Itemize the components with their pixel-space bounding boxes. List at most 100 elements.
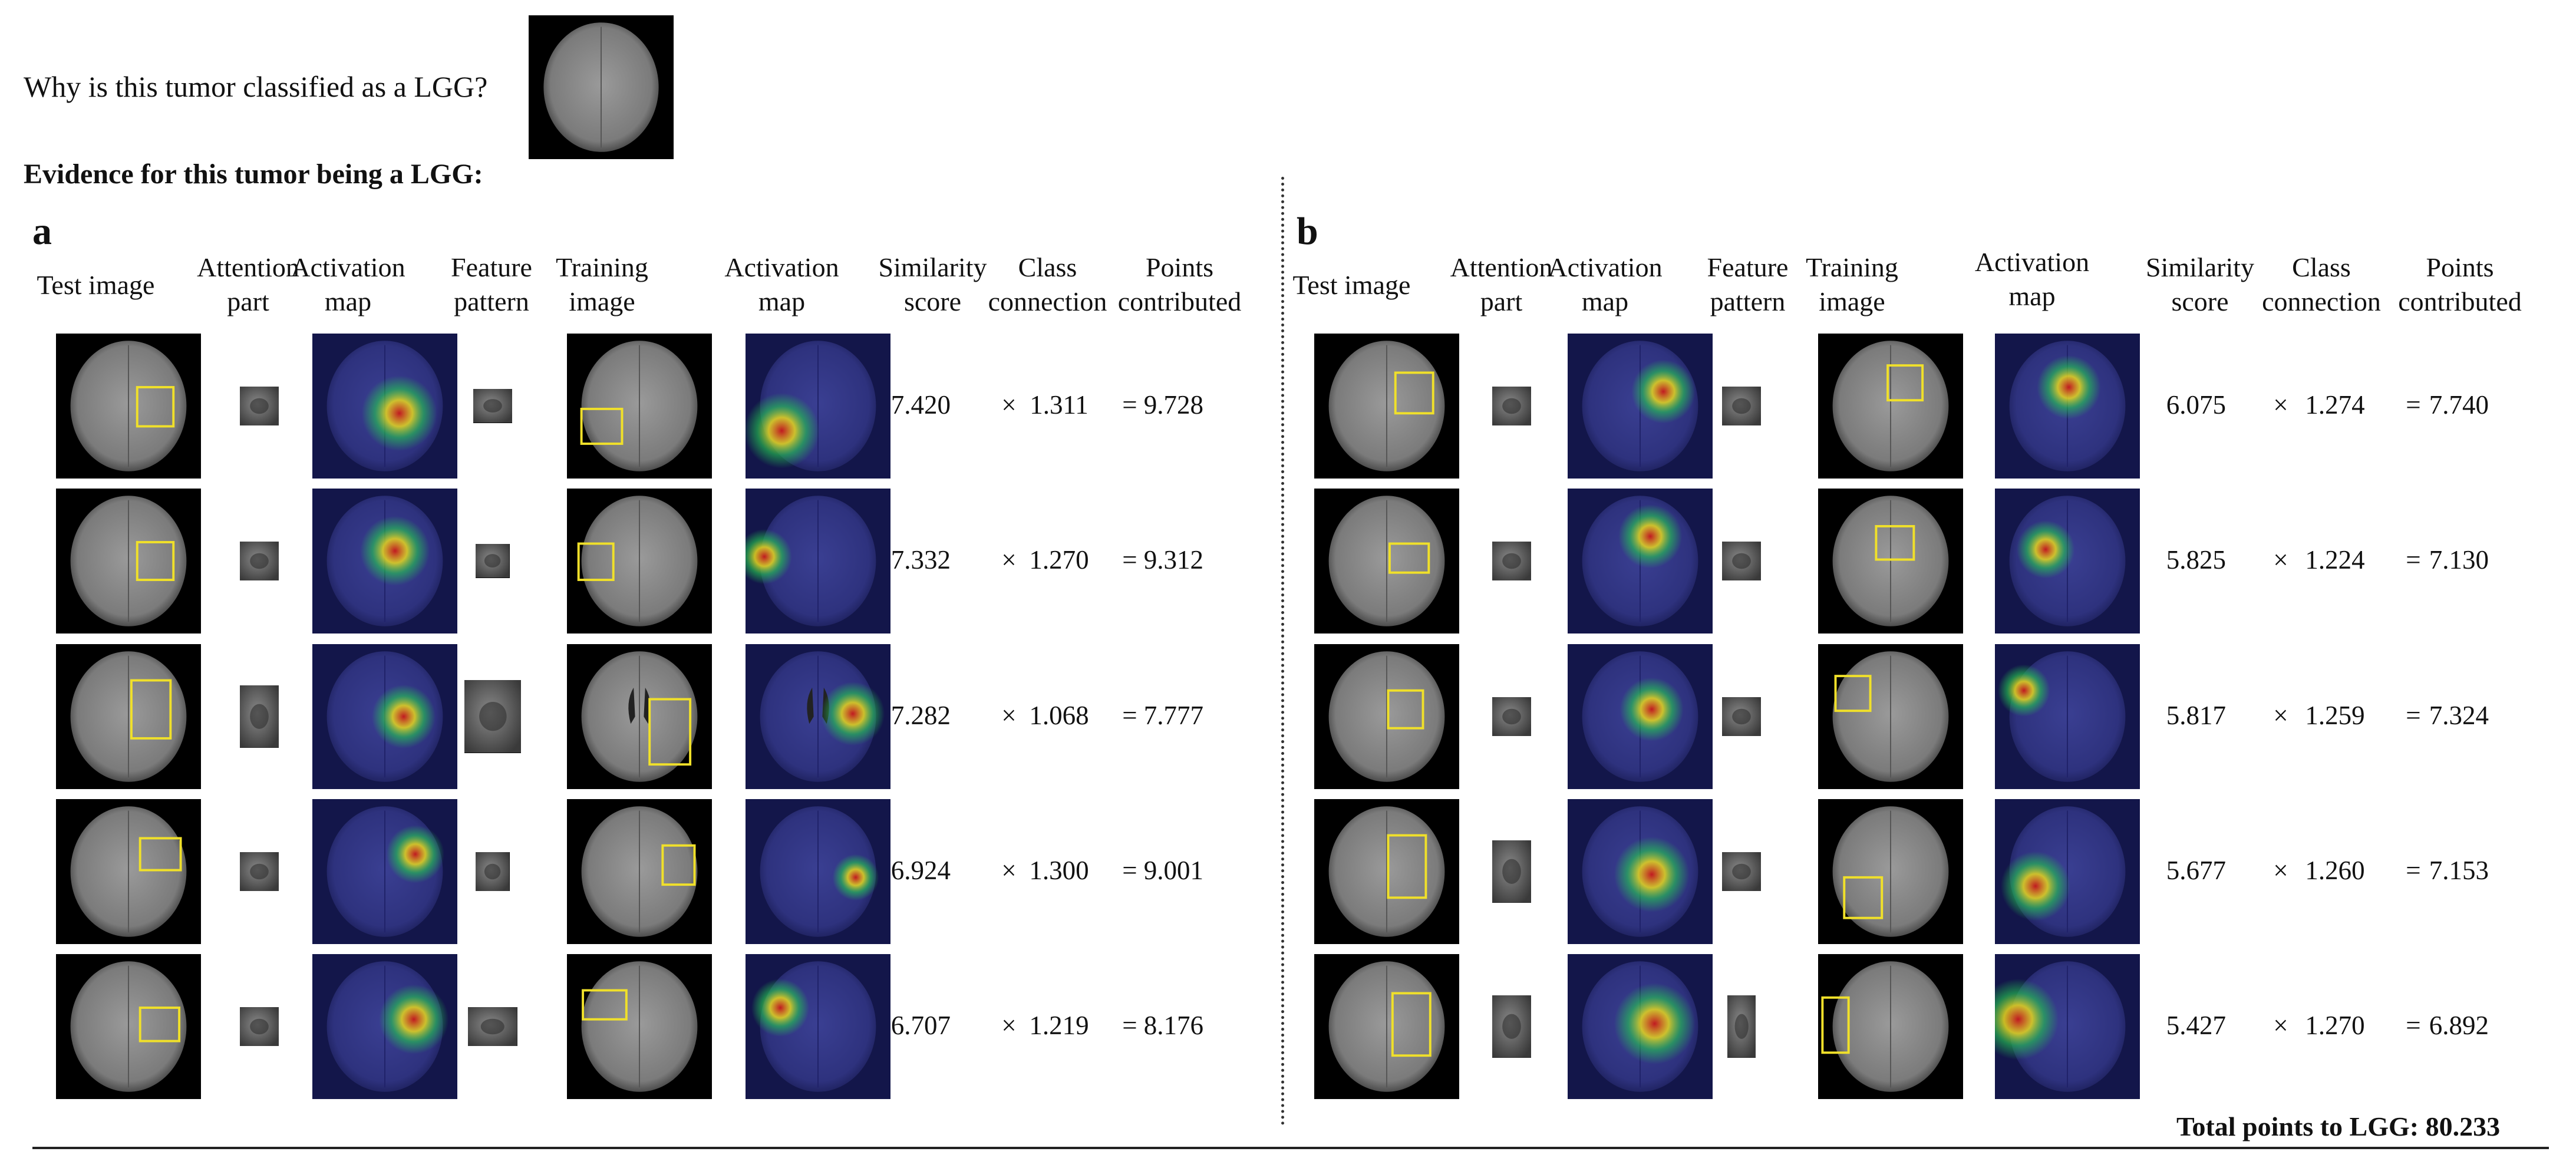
total-points: Total points to LGG: 80.233 <box>2176 1111 2501 1141</box>
panel-a-row-3-attention-part <box>240 685 279 748</box>
header-line: Test image <box>1292 270 1411 300</box>
panel-a-row-1-class-connection: 1.311 <box>1030 390 1089 420</box>
panel-a-label: a <box>32 210 52 253</box>
panel-a-row-3-feature-pattern <box>464 680 522 753</box>
header-line: contributed <box>2398 286 2522 316</box>
panel-b-header-activation-map-2: Activation map <box>1935 245 2129 314</box>
panel-a-row-1-training-activation-map <box>746 334 890 479</box>
panel-b-row-5-times-sign: × <box>2273 1011 2288 1040</box>
panel-b-row-5-test-image <box>1314 954 1459 1099</box>
panel-b-row-1-times-sign: × <box>2273 390 2288 420</box>
panel-b-row-3-class-connection: 1.259 <box>2305 701 2365 730</box>
panel-b-row-3-points-contributed: 7.324 <box>2429 701 2489 730</box>
panel-a-row-4-times-sign: × <box>1001 856 1017 885</box>
panel-b-row-4-attention-part <box>1492 840 1531 903</box>
header-line: score <box>903 286 962 316</box>
panel-a-header-training-image: Training image <box>505 250 700 319</box>
panel-a-row-3-similarity-score: 7.282 <box>890 701 951 730</box>
panel-a-row-3-class-connection: 1.068 <box>1029 701 1089 730</box>
panel-b-header-attention-part: Attention part <box>1404 250 1599 319</box>
panel-b-row-2-similarity-score: 5.825 <box>2166 545 2226 575</box>
panel-a-row-3-equals-sign: = <box>1122 701 1137 730</box>
panel-a-row-1-equals-sign: = <box>1122 390 1137 420</box>
header-line: Attention <box>1450 252 1553 282</box>
header-line: Activation <box>724 252 839 282</box>
header-line: score <box>2171 286 2229 316</box>
panel-b-row-4-activation-map <box>1568 799 1713 944</box>
header-line: pattern <box>454 286 529 316</box>
header-line: Activation <box>1548 252 1663 282</box>
panel-b-row-3-training-activation-map <box>1995 644 2140 789</box>
panel-b-row-3-attention-part <box>1492 697 1531 736</box>
panel-a-row-2-points-contributed: 9.312 <box>1143 545 1203 575</box>
panel-b-row-1-training-image <box>1818 334 1963 479</box>
panel-a-row-1-similarity-score: 7.420 <box>890 390 951 420</box>
panel-b-row-4-similarity-score: 5.677 <box>2166 856 2226 885</box>
header-line: map <box>1581 286 1629 316</box>
panel-a-row-5-points-contributed: 8.176 <box>1143 1011 1203 1040</box>
panel-b-row-3-equals-sign: = <box>2406 701 2421 730</box>
panel-b-row-2-times-sign: × <box>2273 545 2288 575</box>
panel-a-row-2-training-image <box>567 489 712 634</box>
panel-b-row-3-similarity-score: 5.817 <box>2166 701 2226 730</box>
panel-b-row-5-equals-sign: = <box>2406 1011 2421 1040</box>
panel-divider <box>1281 177 1284 1126</box>
panel-b-row-2-equals-sign: = <box>2406 545 2421 575</box>
evidence-title: Evidence for this tumor being a LGG: <box>24 159 483 190</box>
panel-a-header-feature-pattern: Feature pattern <box>394 250 589 319</box>
panel-b-row-2-test-image <box>1314 489 1459 634</box>
panel-a-row-1-activation-map <box>312 334 457 479</box>
header-line: contributed <box>1117 286 1242 316</box>
panel-a-row-4-points-contributed: 9.001 <box>1143 856 1203 885</box>
header-line: part <box>227 286 269 316</box>
question-text: Why is this tumor classified as a LGG? <box>24 70 488 103</box>
header-line: Attention <box>197 252 299 282</box>
panel-b-row-4-test-image <box>1314 799 1459 944</box>
header-line: Feature <box>451 252 532 282</box>
header-line: part <box>1480 286 1523 316</box>
panel-a-row-1-feature-pattern <box>473 389 512 423</box>
panel-a-row-4-training-activation-map <box>746 799 890 944</box>
panel-b-row-1-class-connection: 1.274 <box>2305 390 2365 420</box>
panel-a-header-similarity-score: Similarity score <box>836 250 1030 319</box>
panel-a-row-1-points-contributed: 9.728 <box>1143 390 1203 420</box>
header-line: Similarity <box>2146 252 2254 282</box>
panel-b-row-2-activation-map <box>1568 489 1713 634</box>
panel-b-row-5-training-image <box>1818 954 1963 1099</box>
panel-b-row-4-feature-pattern <box>1722 852 1761 891</box>
panel-a-row-5-equals-sign: = <box>1122 1011 1137 1040</box>
panel-b-row-5-class-connection: 1.270 <box>2305 1011 2365 1040</box>
panel-b-row-1-points-contributed: 7.740 <box>2429 390 2489 420</box>
header-line: image <box>569 286 635 316</box>
panel-a-row-2-class-connection: 1.270 <box>1029 545 1089 575</box>
header-line: Test image <box>37 270 155 300</box>
panel-a-row-5-times-sign: × <box>1001 1011 1017 1040</box>
panel-a-row-5-similarity-score: 6.707 <box>890 1011 951 1040</box>
query-mri-thumbnail <box>529 15 674 159</box>
panel-b-row-5-similarity-score: 5.427 <box>2166 1011 2226 1040</box>
header-line: Similarity <box>878 252 987 282</box>
panel-a-row-2-equals-sign: = <box>1122 545 1137 575</box>
panel-a-row-5-attention-part <box>240 1007 279 1046</box>
panel-b-row-3-training-image <box>1818 644 1963 789</box>
panel-a-row-1-training-image <box>567 334 712 479</box>
panel-a-row-5-feature-pattern <box>468 1007 517 1046</box>
panel-a-row-4-test-image <box>56 799 201 944</box>
panel-b-row-3-times-sign: × <box>2273 701 2288 730</box>
header-line: Training <box>556 252 648 282</box>
panel-a-row-5-training-image <box>567 954 712 1099</box>
panel-b-row-1-similarity-score: 6.075 <box>2166 390 2226 420</box>
header-line: map <box>324 286 372 316</box>
panel-b-row-1-equals-sign: = <box>2406 390 2421 420</box>
panel-a-row-2-times-sign: × <box>1001 545 1017 575</box>
panel-b-row-5-points-contributed: 6.892 <box>2429 1011 2489 1040</box>
header-line: connection <box>2262 286 2381 316</box>
panel-b-row-1-attention-part <box>1492 387 1531 425</box>
header-line: Activation <box>1974 247 2090 277</box>
header-line: Points <box>2426 252 2494 282</box>
header-line: Feature <box>1707 252 1789 282</box>
panel-a-row-2-test-image <box>56 489 201 634</box>
header-line: map <box>2008 281 2056 311</box>
